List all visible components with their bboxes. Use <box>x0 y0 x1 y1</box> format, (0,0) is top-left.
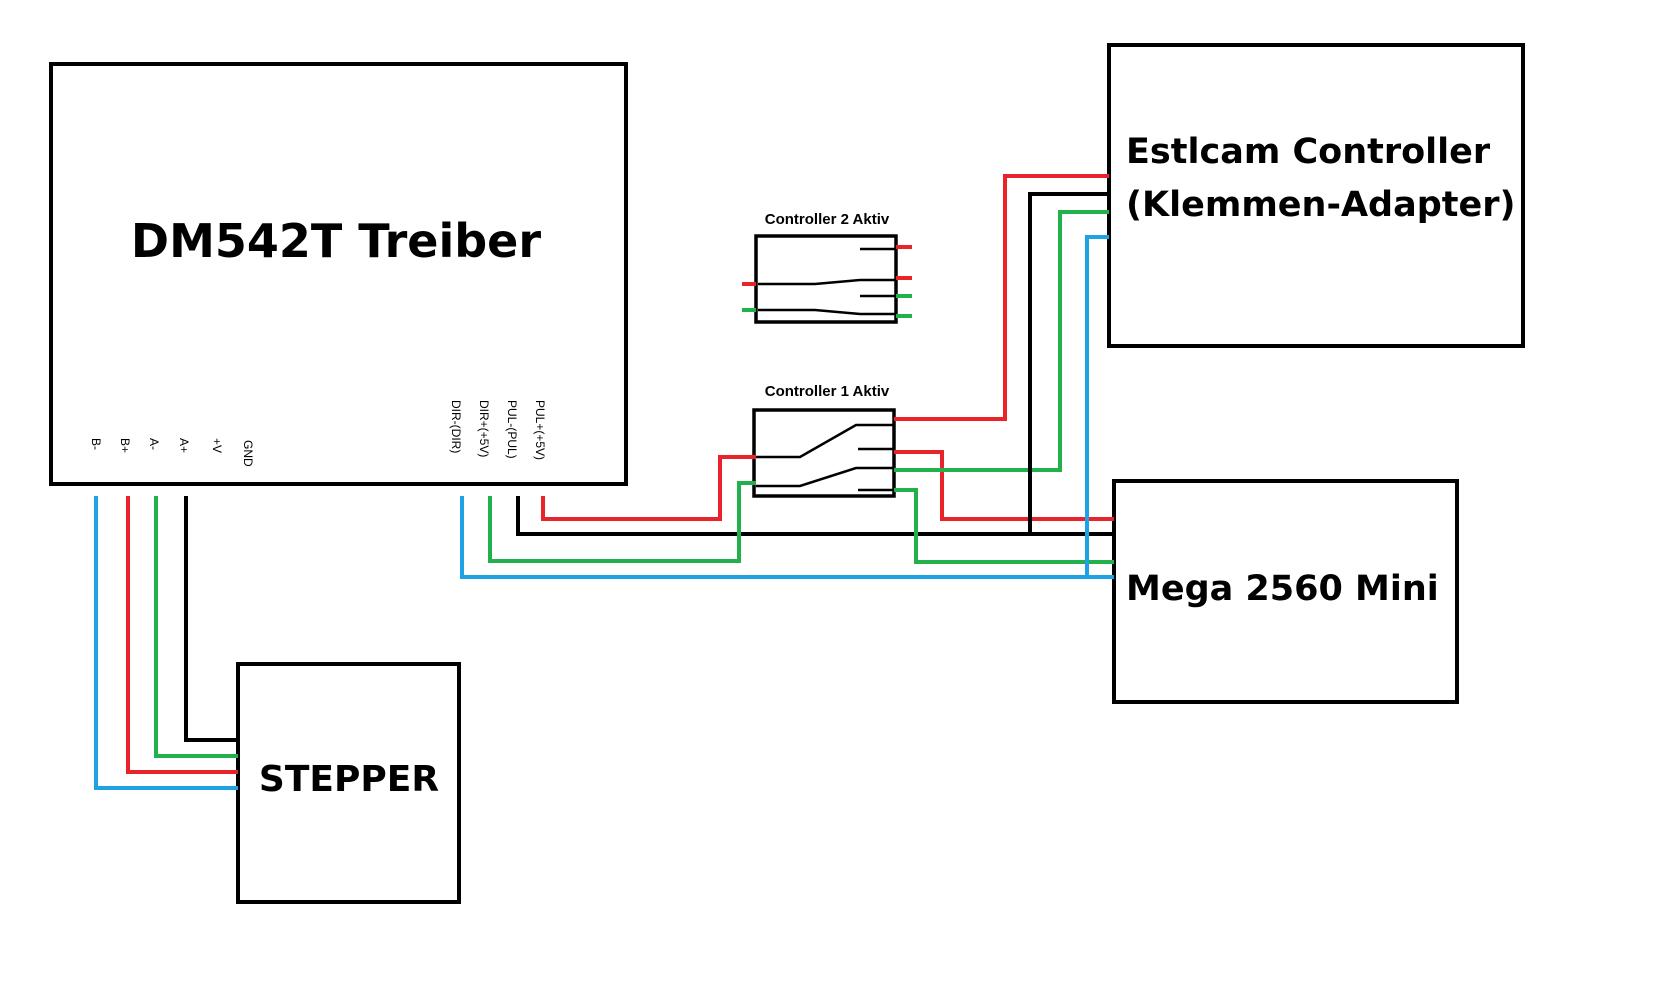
pin-label-pul-plus: PUL+(+5V) <box>533 400 547 460</box>
wire-pul-minus-black <box>516 496 1114 536</box>
switch-controller-2: Controller 2 Aktiv <box>742 211 912 324</box>
stepper-box: STEPPER <box>236 662 461 904</box>
stepper-title: STEPPER <box>259 759 439 800</box>
pin-label-b-minus: B- <box>89 438 103 450</box>
pin-label-b-plus: B+ <box>118 438 132 453</box>
pin-label-pul-minus: PUL-(PUL) <box>505 400 519 459</box>
switch-controller-2-label: Controller 2 Aktiv <box>765 211 890 228</box>
driver-box: DM542T Treiber <box>49 62 628 486</box>
pin-label-a-minus: A- <box>147 438 161 450</box>
wire-a-plus-black <box>184 496 238 742</box>
switch-controller-1-label: Controller 1 Aktiv <box>765 383 890 400</box>
estlcam-title-line1: Estlcam Controller <box>1126 132 1491 172</box>
pin-label-dir-minus: DIR-(DIR) <box>449 400 463 453</box>
switch-controller-1-body <box>752 408 896 498</box>
wire-b-minus-blue <box>94 496 238 790</box>
wire-dir-plus-green <box>488 481 756 563</box>
pin-label-gnd: GND <box>241 440 255 467</box>
driver-title: DM542T Treiber <box>131 214 541 268</box>
stepper-wires <box>94 496 238 790</box>
driver-signal-pins: DIR-(DIR) DIR+(+5V) PUL-(PUL) PUL+(+5V) <box>449 400 547 460</box>
wire-mega-red <box>894 450 1114 521</box>
pin-label-v-plus: +V <box>210 438 224 453</box>
wire-mega-green <box>894 488 1114 564</box>
pin-label-a-plus: A+ <box>177 438 191 453</box>
wire-b-plus-red <box>126 496 238 774</box>
controller-wires <box>894 174 1114 577</box>
wire-estlcam-blue <box>1085 235 1109 577</box>
estlcam-box: Estlcam Controller (Klemmen-Adapter) <box>1107 43 1525 348</box>
wire-dir-minus-blue <box>460 496 1114 579</box>
wire-estlcam-green <box>894 210 1109 472</box>
mega-title: Mega 2560 Mini <box>1126 569 1439 609</box>
switch-controller-1: Controller 1 Aktiv <box>752 383 896 498</box>
driver-motor-pins: B- B+ A- A+ +V GND <box>89 438 255 467</box>
wire-pul-plus-red <box>541 455 756 521</box>
estlcam-title-line2: (Klemmen-Adapter) <box>1126 185 1516 225</box>
wire-estlcam-black <box>1028 192 1109 534</box>
mega-box: Mega 2560 Mini <box>1112 479 1459 704</box>
wire-estlcam-red <box>894 174 1109 421</box>
wire-a-minus-green <box>154 496 238 758</box>
pin-label-dir-plus: DIR+(+5V) <box>477 400 491 457</box>
